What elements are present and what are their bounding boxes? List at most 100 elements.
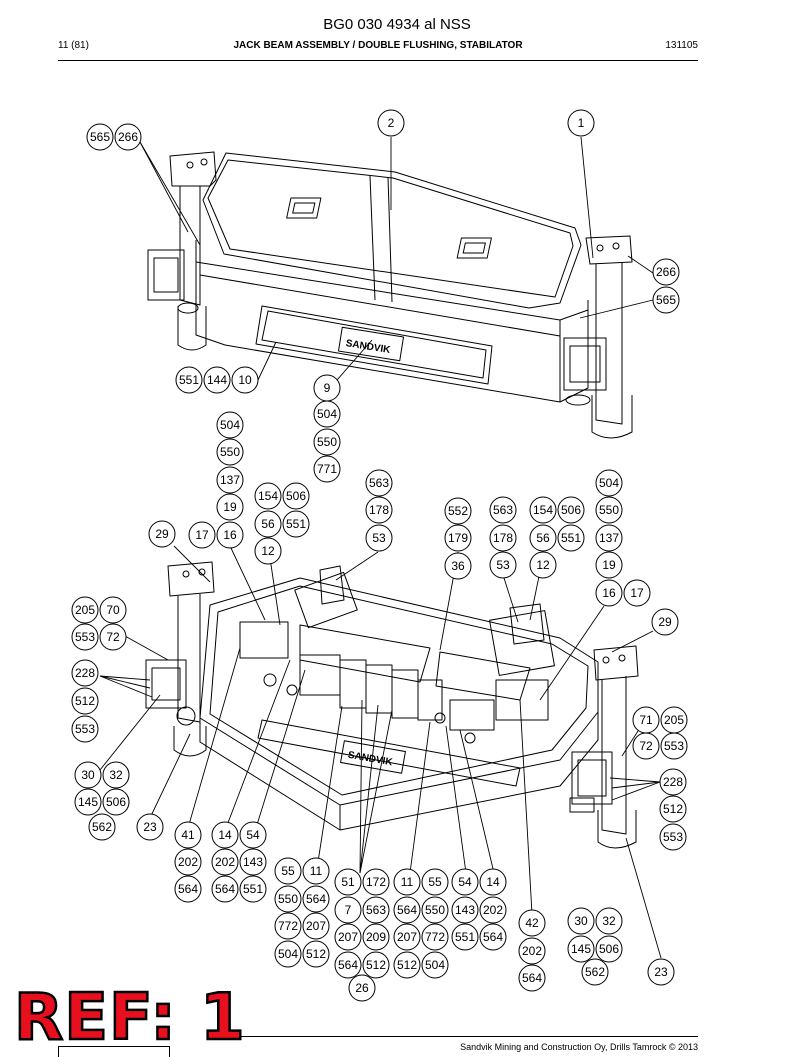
- callout-36: 36: [444, 552, 472, 580]
- callout-circle: [479, 896, 507, 924]
- callout-label: 563: [493, 503, 513, 517]
- callout-circle: [211, 821, 239, 849]
- callout-label: 55: [281, 864, 295, 878]
- callout-circle: [88, 813, 116, 841]
- jack-beam-lower-view: SANDVIK: [145, 561, 639, 849]
- callout-504: 504: [313, 400, 341, 428]
- callout-506: 506: [595, 935, 623, 963]
- callout-circle: [421, 923, 449, 951]
- callout-552: 552: [444, 497, 472, 525]
- callout-551: 551: [557, 524, 585, 552]
- callout-71: 71: [632, 706, 660, 734]
- callout-9: 9: [313, 374, 341, 402]
- callout-label: 1: [578, 116, 585, 130]
- callout-504: 504: [274, 940, 302, 968]
- callout-label: 53: [372, 531, 386, 545]
- callout-circle: [274, 912, 302, 940]
- callout-504: 504: [595, 469, 623, 497]
- callout-29: 29: [148, 520, 176, 548]
- callout-circle: [529, 551, 557, 579]
- callout-label: 553: [75, 630, 95, 644]
- callout-circle: [595, 551, 623, 579]
- callout-label: 12: [261, 544, 275, 558]
- callout-23: 23: [647, 958, 675, 986]
- callout-label: 202: [215, 855, 235, 869]
- callout-circle: [239, 848, 267, 876]
- callout-564: 564: [211, 875, 239, 903]
- callout-16: 16: [216, 521, 244, 549]
- callout-circle: [632, 732, 660, 760]
- callout-circle: [529, 496, 557, 524]
- callout-143: 143: [451, 896, 479, 924]
- callout-circle: [518, 937, 546, 965]
- page-number: 11 (81): [58, 40, 89, 51]
- callout-512: 512: [659, 795, 687, 823]
- callout-72: 72: [632, 732, 660, 760]
- callout-circle: [421, 951, 449, 979]
- callout-label: 512: [663, 802, 683, 816]
- callout-label: 54: [458, 875, 472, 889]
- callout-label: 179: [448, 531, 468, 545]
- callout-label: 550: [278, 892, 298, 906]
- callout-label: 145: [78, 795, 98, 809]
- callout-circle: [334, 868, 362, 896]
- callout-circle: [282, 482, 310, 510]
- callout-circle: [99, 596, 127, 624]
- callout-circle: [567, 935, 595, 963]
- callout-label: 36: [451, 559, 465, 573]
- callout-label: 550: [220, 445, 240, 459]
- callout-circle: [444, 552, 472, 580]
- callout-137: 137: [216, 466, 244, 494]
- callout-2: 2: [377, 109, 405, 137]
- callout-circle: [174, 875, 202, 903]
- callout-70: 70: [99, 596, 127, 624]
- callout-12: 12: [529, 551, 557, 579]
- callout-228: 228: [659, 768, 687, 796]
- callout-label: 772: [425, 930, 445, 944]
- callout-circle: [365, 524, 393, 552]
- callout-circle: [393, 951, 421, 979]
- callout-1: 1: [567, 109, 595, 137]
- callout-circle: [660, 732, 688, 760]
- callout-label: 564: [397, 903, 417, 917]
- callout-label: 562: [92, 820, 112, 834]
- callout-55: 55: [274, 857, 302, 885]
- callout-label: 506: [561, 503, 581, 517]
- callout-565: 565: [86, 123, 114, 151]
- callout-circle: [86, 123, 114, 151]
- callout-19: 19: [595, 551, 623, 579]
- callout-label: 72: [639, 739, 653, 753]
- callout-32: 32: [102, 761, 130, 789]
- callout-551: 551: [282, 510, 310, 538]
- callout-label: 56: [261, 517, 275, 531]
- callout-circle: [393, 896, 421, 924]
- callout-circle: [362, 923, 390, 951]
- callout-label: 551: [286, 517, 306, 531]
- callout-56: 56: [254, 510, 282, 538]
- callout-label: 551: [243, 882, 263, 896]
- callout-550: 550: [595, 496, 623, 524]
- callout-circle: [659, 795, 687, 823]
- callout-label: 11: [401, 875, 414, 889]
- callout-circle: [365, 496, 393, 524]
- callout-circle: [444, 497, 472, 525]
- callout-circle: [313, 455, 341, 483]
- callout-label: 207: [306, 919, 326, 933]
- callout-label: 54: [246, 828, 260, 842]
- callout-564: 564: [334, 951, 362, 979]
- callout-772: 772: [274, 912, 302, 940]
- callout-label: 553: [663, 830, 683, 844]
- callout-label: 550: [425, 903, 445, 917]
- callout-circle: [334, 896, 362, 924]
- callout-circle: [623, 579, 651, 607]
- callout-562: 562: [581, 958, 609, 986]
- callout-label: 564: [178, 882, 198, 896]
- callout-72: 72: [99, 623, 127, 651]
- callout-label: 70: [106, 603, 120, 617]
- callout-label: 771: [317, 462, 337, 476]
- callout-label: 145: [571, 942, 591, 956]
- callout-circle: [102, 761, 130, 789]
- callout-label: 51: [341, 875, 355, 889]
- callout-circle: [421, 896, 449, 924]
